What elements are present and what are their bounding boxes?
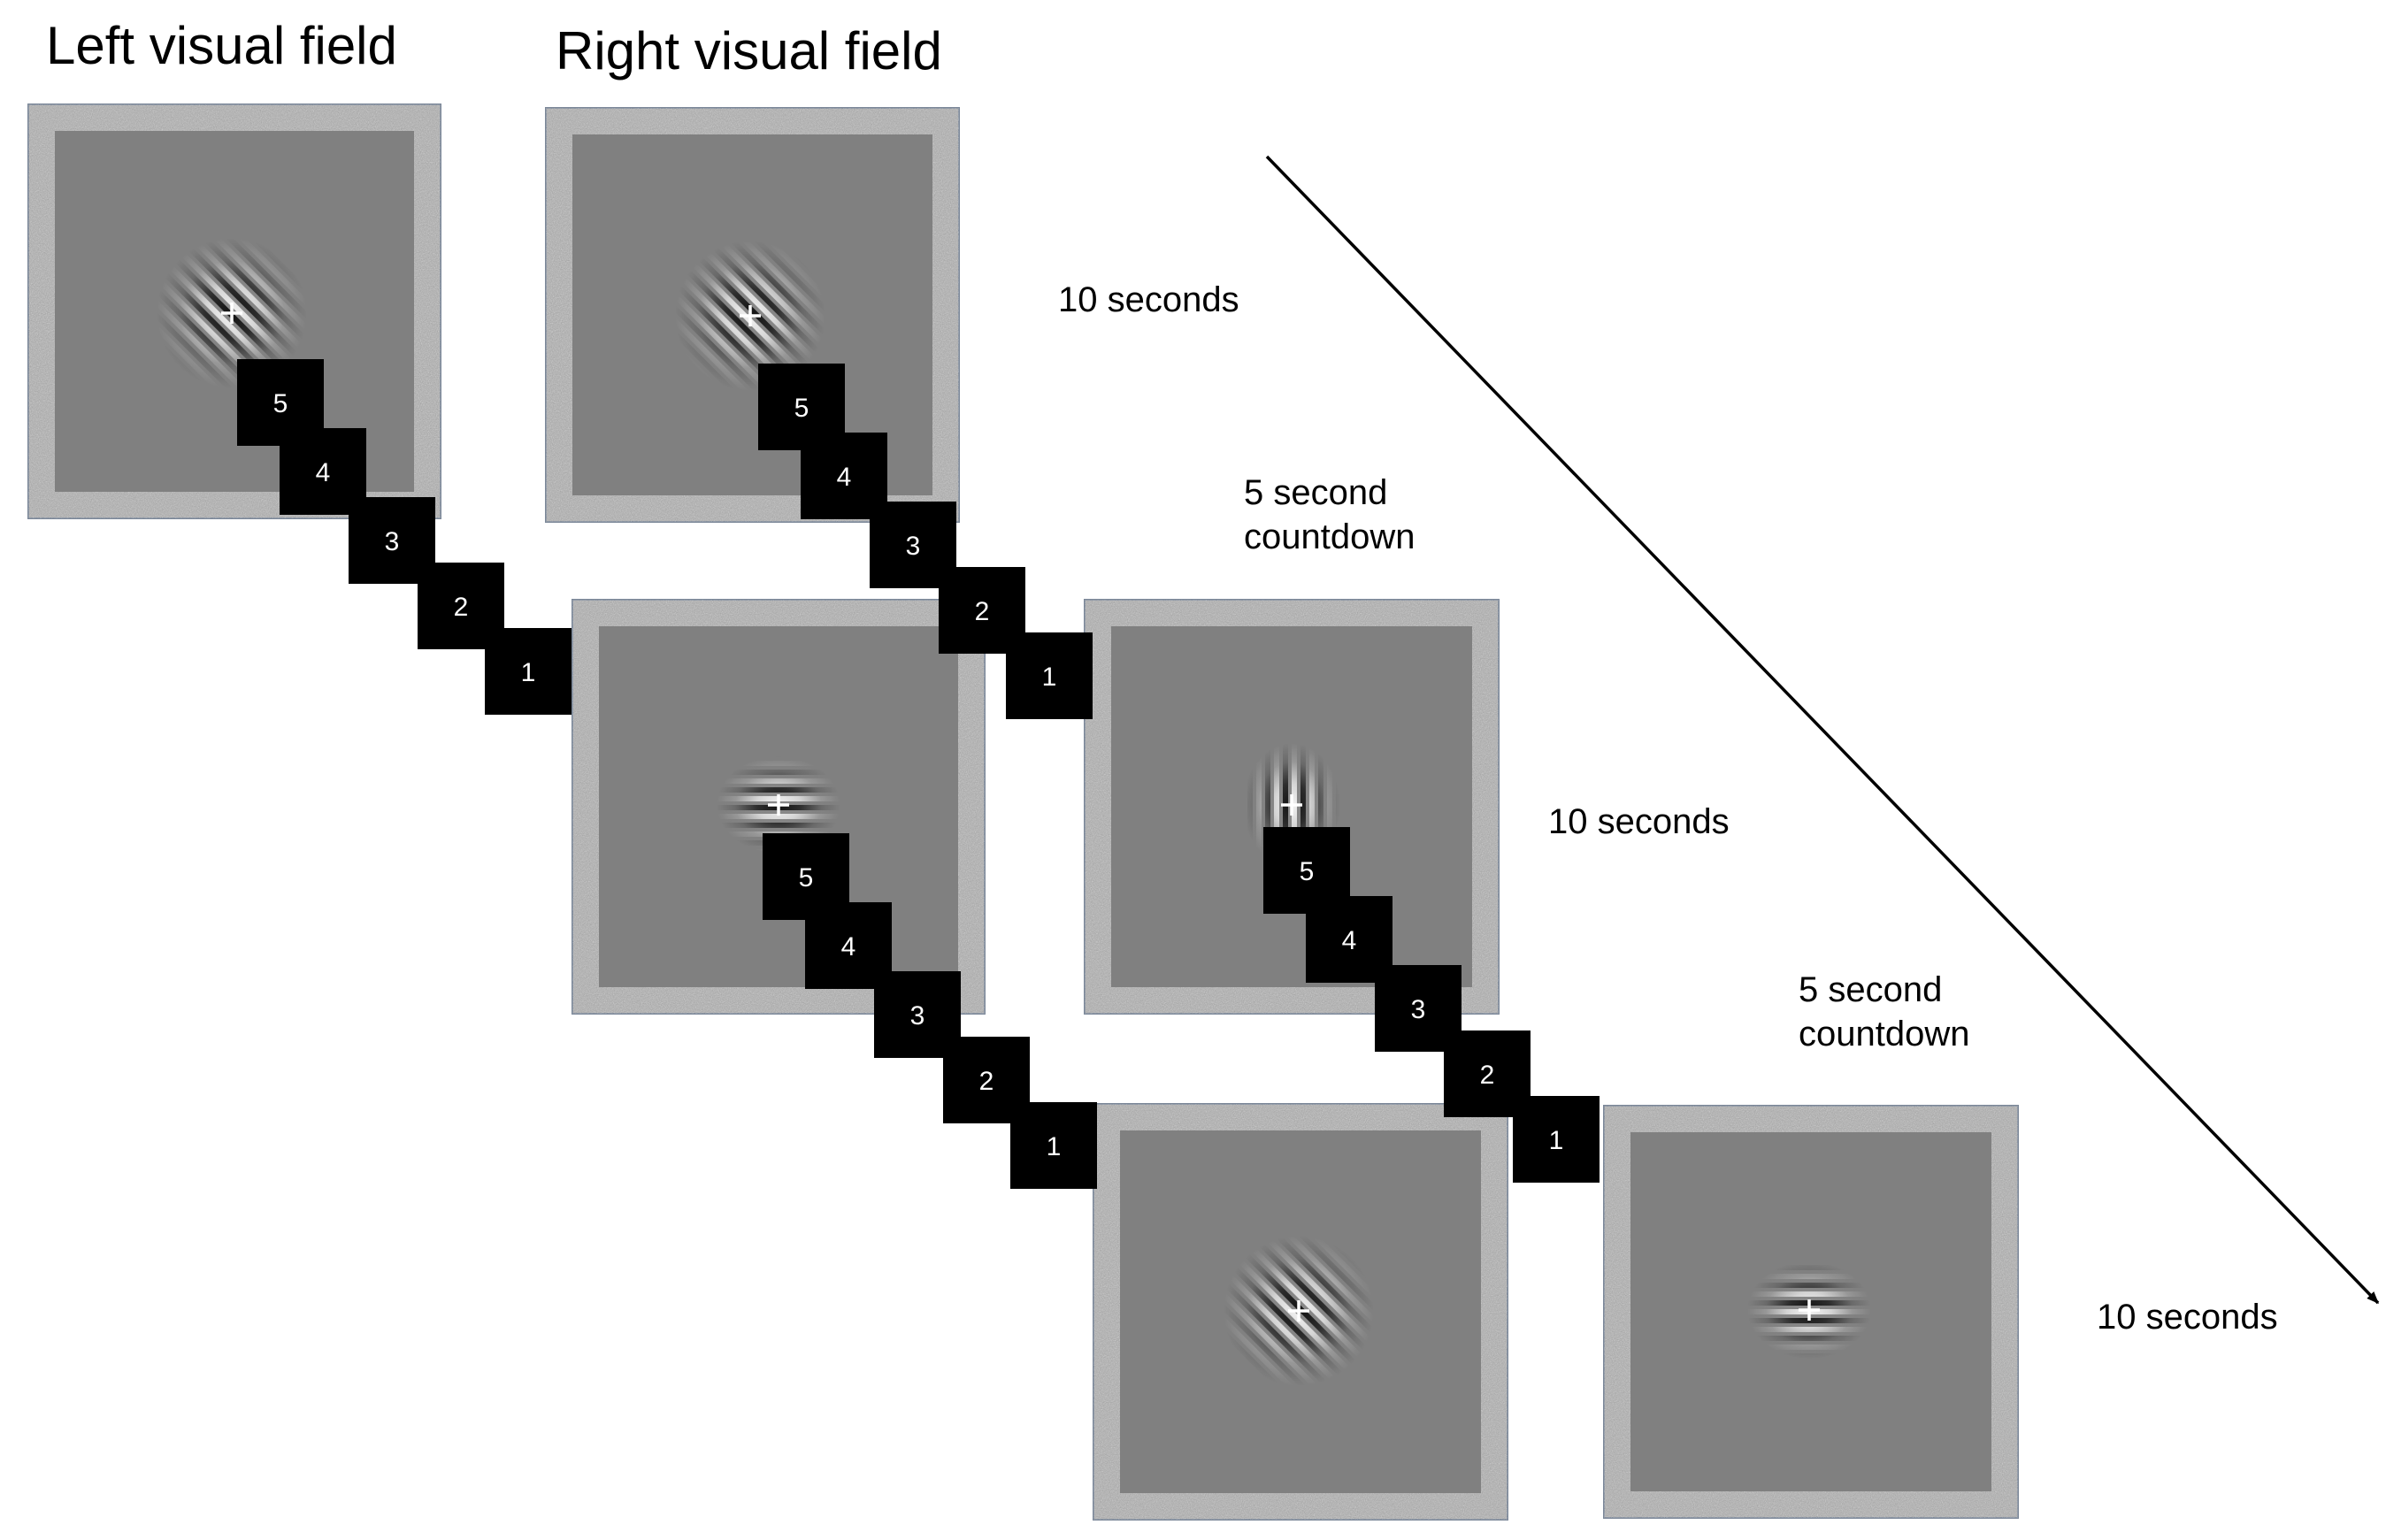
countdown-digit: 3: [910, 1001, 925, 1030]
countdown-digit: 1: [521, 658, 536, 687]
countdown-box: [1010, 1102, 1097, 1189]
countdown-digit: 3: [1411, 995, 1426, 1024]
countdown-digit: 5: [273, 389, 288, 418]
countdown-digit: 5: [794, 394, 809, 423]
stimulus-duration-label-2: 10 seconds: [1548, 802, 1730, 841]
countdown-digit: 4: [837, 463, 852, 492]
stimulus-screen: [545, 107, 960, 523]
left-visual-field-heading: Left visual field: [46, 16, 397, 75]
stimulus-screen: [572, 599, 986, 1015]
countdown-digit: 4: [841, 932, 856, 962]
fixation-cross-icon: [740, 305, 761, 326]
countdown-box: [485, 628, 572, 715]
fixation-cross-icon: [1281, 794, 1302, 816]
fixation-cross-icon: [768, 794, 789, 816]
countdown-digit: 2: [975, 597, 990, 626]
countdown-digit: 3: [385, 527, 400, 556]
countdown-digit: 1: [1047, 1132, 1062, 1161]
countdown-digit: 1: [1549, 1126, 1564, 1155]
countdown-staircase: 5 4 3 2 1: [1263, 827, 1600, 1183]
right-visual-field-heading: Right visual field: [556, 21, 942, 80]
stimulus-duration-label-3: 10 seconds: [2097, 1298, 2278, 1337]
countdown-box: [1006, 632, 1093, 719]
countdown-digit: 5: [799, 863, 814, 893]
countdown-digit: 4: [316, 458, 331, 487]
countdown-digit: 2: [979, 1067, 994, 1096]
countdown-digit: 3: [906, 532, 921, 561]
countdown-box: [1513, 1096, 1600, 1183]
countdown-sequences: 5 4 3 2 1 5 4 3 2 1 5 4 3 2 1 5 4 3 2 1: [237, 359, 1600, 1189]
time-arrow-icon: [1265, 155, 2380, 1305]
countdown-staircase: 5 4 3 2 1: [763, 833, 1097, 1189]
countdown-label-2-line-1: 5 second: [1799, 970, 1942, 1009]
countdown-digit: 1: [1042, 663, 1057, 692]
countdown-digit: 2: [1480, 1061, 1495, 1090]
countdown-label-2-line-2: countdown: [1799, 1015, 1969, 1053]
stimulus-screen: [1084, 599, 1500, 1015]
fixation-cross-icon: [221, 303, 242, 324]
countdown-digit: 5: [1300, 857, 1315, 886]
stimulus-screen: [27, 103, 441, 519]
countdown-label-1-line-1: 5 second: [1244, 473, 1387, 512]
stimulus-screen: [1093, 1103, 1508, 1521]
countdown-digit: 2: [454, 593, 469, 622]
stimulus-duration-label-1: 10 seconds: [1058, 280, 1239, 319]
countdown-digit: 4: [1342, 926, 1357, 955]
fixation-cross-icon: [1799, 1299, 1820, 1321]
countdown-staircase: 5 4 3 2 1: [237, 359, 572, 715]
countdown-label-1-line-2: countdown: [1244, 517, 1415, 556]
stimulus-screen: [1603, 1105, 2019, 1519]
fixation-cross-icon: [1288, 1300, 1309, 1322]
countdown-staircase: 5 4 3 2 1: [758, 364, 1093, 719]
